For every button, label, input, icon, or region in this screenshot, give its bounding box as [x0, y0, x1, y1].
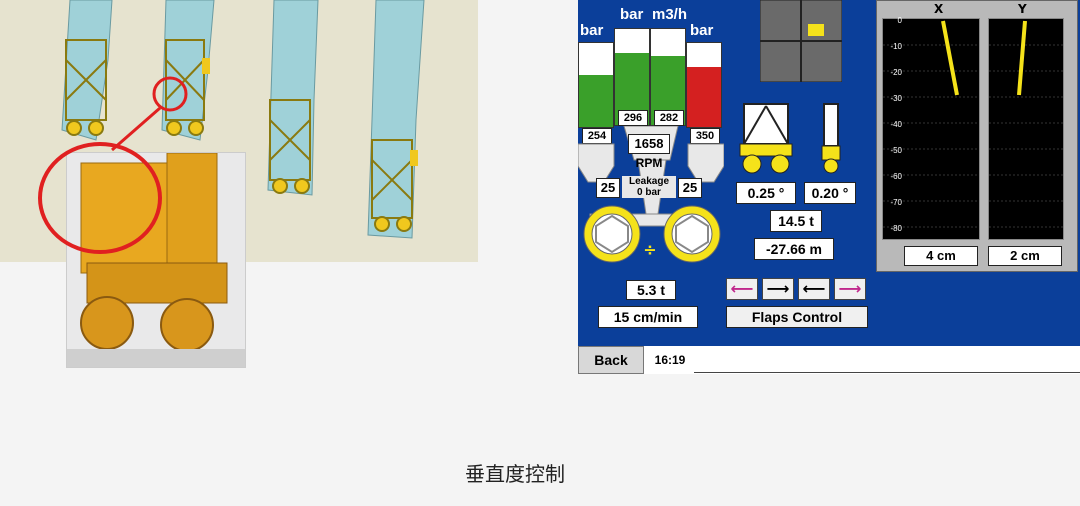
plot-y-tick-label: -30 [890, 94, 902, 103]
leakage-label: Leakage [628, 176, 670, 187]
plot-y-tick-label: 0 [897, 16, 902, 25]
gauge-1-bar [578, 42, 614, 128]
flap-left-out-button[interactable]: ⟵ [726, 278, 758, 300]
gauge-1-unit: bar [580, 22, 604, 39]
leakage-value: 0 bar [637, 187, 661, 198]
gauge-2-value: 296 [618, 110, 648, 126]
trench-diagram [61, 0, 425, 239]
plot-y-tick-label: -10 [890, 42, 902, 51]
cutter-wheels-icon [583, 205, 721, 263]
weight-value: 5.3 t [626, 280, 676, 300]
rpm-label: RPM [635, 156, 663, 170]
gauge-2-unit: bar [620, 6, 644, 23]
rpm-value: 1658 [628, 134, 670, 154]
flap-right-out-button[interactable]: ⟶ [834, 278, 866, 300]
right-wheel-value: 25 [678, 178, 702, 198]
cutter-photo [66, 152, 246, 368]
load-value: 14.5 t [770, 210, 822, 232]
cutter-front-icon [739, 103, 793, 174]
position-grid-icon [760, 0, 842, 82]
plot-y-tick-label: -60 [890, 172, 902, 181]
caption: 垂直度控制 [465, 462, 565, 486]
control-panel: bar bar m3/h bar 254 296 282 350 1658 RP… [578, 0, 1080, 346]
plot-y-tick-label: -20 [890, 68, 902, 77]
clock-time: 16:19 [654, 353, 686, 367]
plot-y-tick-label: -50 [890, 146, 902, 155]
flap-right-in-button[interactable]: ⟵ [798, 278, 830, 300]
back-button[interactable]: Back [578, 346, 644, 374]
divide-icon: ÷ [643, 240, 657, 259]
plot-y-tick-label: -70 [890, 198, 902, 207]
plot-y-canvas [988, 18, 1064, 240]
flap-left-in-button[interactable]: ⟶ [762, 278, 794, 300]
plot-x-label: X [934, 2, 944, 16]
left-wheel-value: 25 [596, 178, 620, 198]
plot-y-tick-label: -80 [890, 224, 902, 233]
status-divider [694, 372, 1080, 373]
leakage-display: Leakage 0 bar [622, 176, 676, 198]
plot-y-label: Y [1018, 2, 1027, 16]
cutter-side-icon [821, 103, 841, 174]
plot-x-canvas [882, 18, 980, 240]
gauge-4-bar [686, 42, 722, 128]
inclination-x-value: 0.25 ° [736, 182, 796, 204]
gauge-4-unit: bar [690, 22, 714, 39]
gauge-3-unit: m3/h [652, 6, 688, 23]
deviation-y-value: 2 cm [988, 246, 1062, 266]
highlight-circle [38, 142, 162, 254]
status-bar: Back 16:19 [578, 346, 1080, 374]
flaps-control-button[interactable]: Flaps Control [726, 306, 868, 328]
gauge-3-value: 282 [654, 110, 684, 126]
plot-y-tick-label: -40 [890, 120, 902, 129]
inclination-y-value: 0.20 ° [804, 182, 856, 204]
depth-value: -27.66 m [754, 238, 834, 260]
deviation-x-value: 4 cm [904, 246, 978, 266]
speed-value: 15 cm/min [598, 306, 698, 328]
